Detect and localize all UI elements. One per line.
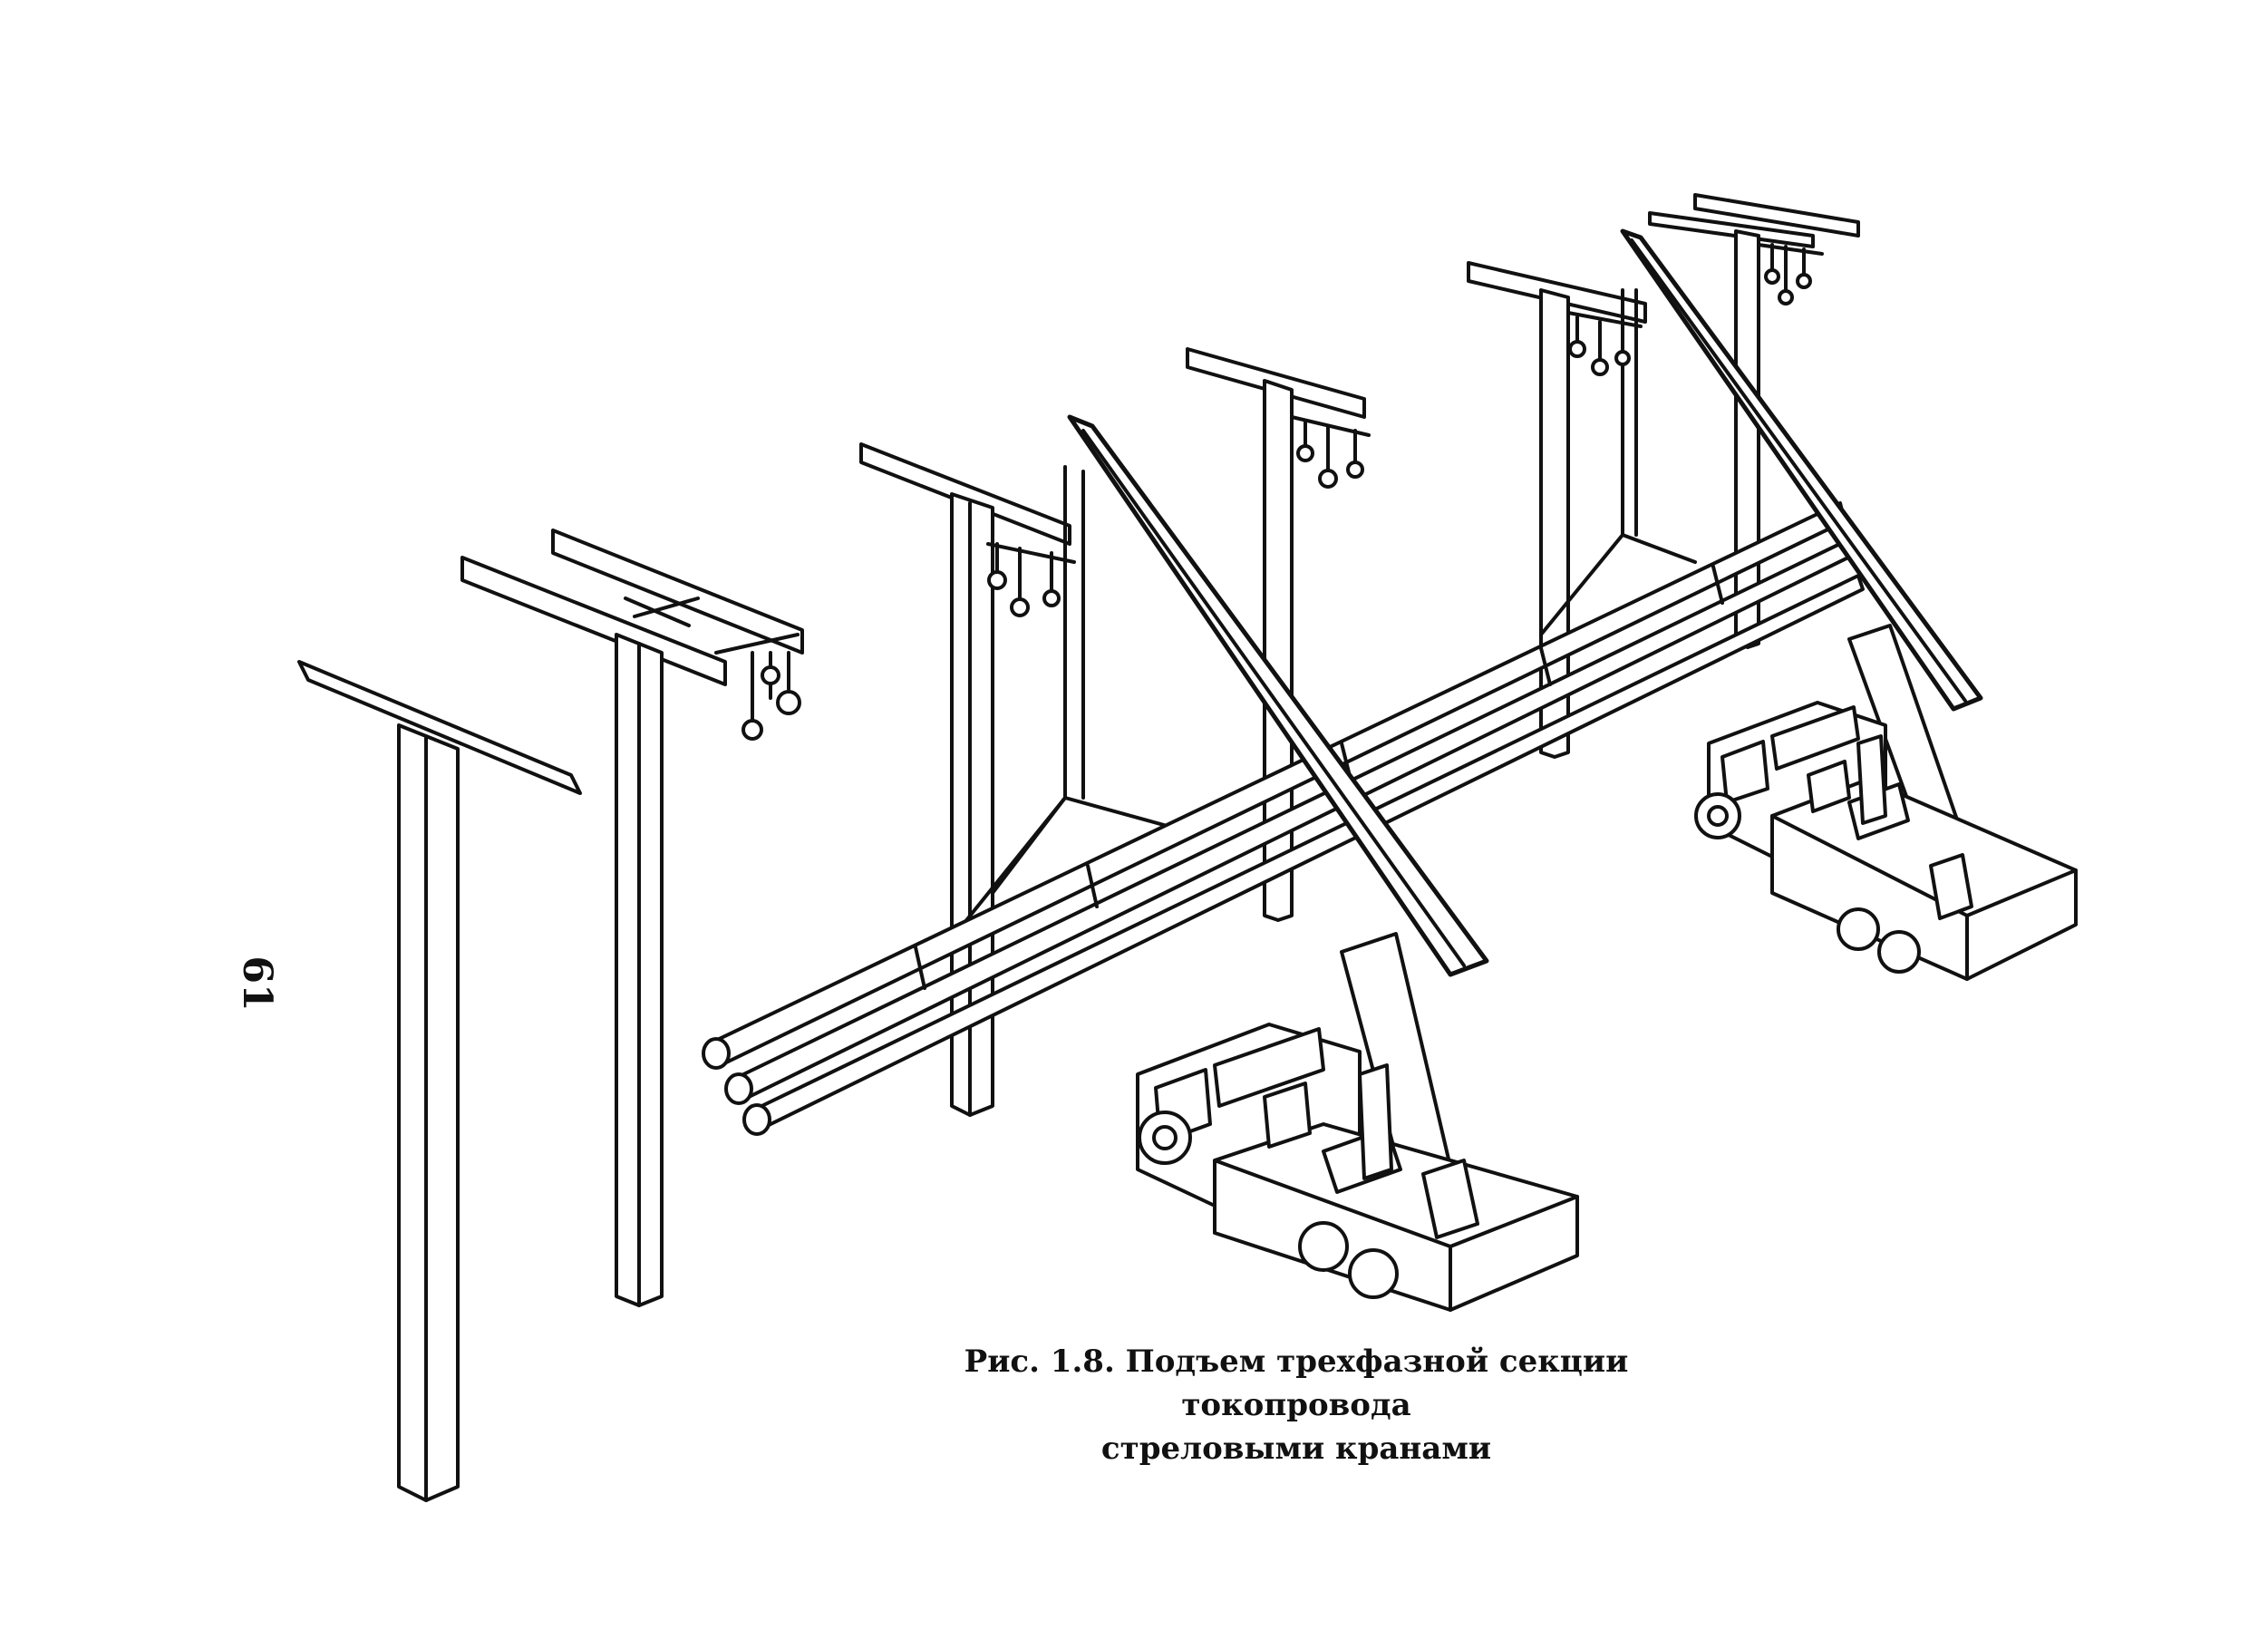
busbar-section bbox=[703, 503, 1863, 1134]
crane-truck-2 bbox=[1623, 231, 2076, 979]
insulator-group-2 bbox=[988, 544, 1074, 616]
caption-line-1: Рис. 1.8. Подъем трехфазной секции токоп… bbox=[964, 1343, 1629, 1423]
caption-line-2: стреловыми кранами bbox=[1100, 1431, 1492, 1467]
insulator-group-3 bbox=[1292, 417, 1369, 487]
support-post-1 bbox=[299, 662, 580, 1500]
insulator-group-5 bbox=[1759, 245, 1822, 304]
page-number: 61 bbox=[234, 955, 280, 1012]
figure-caption: Рис. 1.8. Подъем трехфазной секции токоп… bbox=[852, 1340, 1740, 1470]
crane-truck-1 bbox=[1070, 417, 1577, 1310]
support-post-3 bbox=[861, 444, 1197, 1115]
support-post-2 bbox=[462, 530, 802, 1305]
insulator-group-4 bbox=[1568, 313, 1641, 374]
insulator-group-1 bbox=[716, 635, 800, 739]
